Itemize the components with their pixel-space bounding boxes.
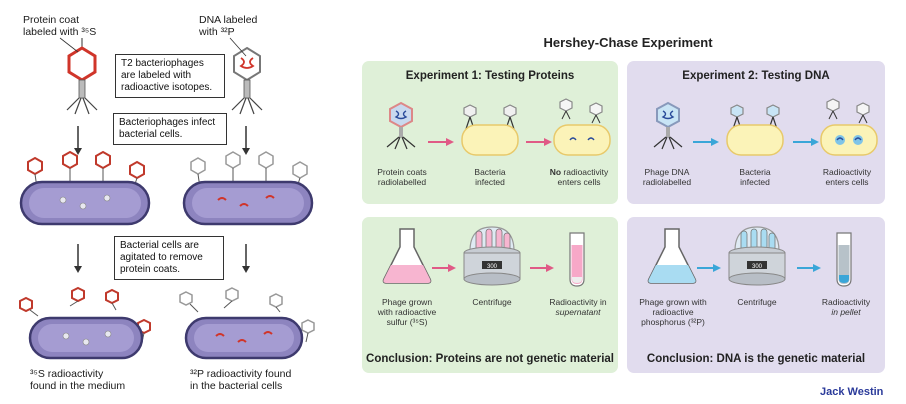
arrow-right-icon bbox=[793, 138, 819, 146]
phage-protein-labeled-icon bbox=[66, 38, 98, 115]
conclusion-2-text: Conclusion: DNA is the genetic material bbox=[646, 353, 866, 365]
bacteria-infected-icon bbox=[461, 104, 519, 156]
centrifuge-display: 300 bbox=[751, 264, 762, 270]
panel-experiment-2-title: Experiment 2: Testing DNA bbox=[682, 70, 830, 82]
centrifuge-icon bbox=[728, 226, 786, 286]
flask-icon bbox=[647, 228, 697, 284]
caption-no-radioactivity: No radioactivity enters cells bbox=[549, 167, 609, 187]
panel-experiment-1: Experiment 1: Testing Proteins Protein c… bbox=[362, 61, 618, 204]
label-leader-lines bbox=[59, 37, 247, 57]
bacterium-infected-left-icon bbox=[19, 150, 151, 226]
bacteria-radioactive-icon bbox=[820, 98, 878, 156]
phage-dna-labeled-icon bbox=[231, 46, 263, 115]
centrifuge-display: 300 bbox=[486, 264, 497, 270]
right-title: Hershey-Chase Experiment bbox=[543, 35, 713, 50]
arrow-down-icon bbox=[242, 244, 250, 273]
test-tube-icon bbox=[569, 232, 585, 287]
brand-label[interactable]: Jack Westin bbox=[820, 386, 884, 398]
panel-experiment-1-title: Experiment 1: Testing Proteins bbox=[405, 70, 575, 82]
conclusion-1-text: Conclusion: Proteins are not genetic mat… bbox=[366, 353, 614, 365]
phage-dna-icon bbox=[653, 101, 683, 150]
arrow-right-icon bbox=[526, 138, 552, 146]
caption-centrifuge: Centrifuge bbox=[472, 297, 512, 307]
bacteria-no-radioactivity-icon bbox=[553, 98, 611, 156]
centrifuge-icon bbox=[463, 226, 521, 286]
bacteria-infected-icon bbox=[726, 104, 784, 156]
bacterium-infected-right-icon bbox=[182, 151, 314, 226]
arrow-down-icon bbox=[74, 126, 82, 155]
arrow-right-icon bbox=[428, 138, 454, 146]
arrow-down-icon bbox=[242, 126, 250, 155]
arrow-right-icon bbox=[697, 264, 721, 272]
caption-centrifuge: Centrifuge bbox=[737, 297, 777, 307]
test-tube-icon bbox=[836, 232, 852, 287]
arrow-right-icon bbox=[693, 138, 719, 146]
arrow-down-icon bbox=[74, 244, 82, 273]
phage-icon bbox=[386, 101, 416, 150]
arrow-right-icon bbox=[797, 264, 821, 272]
flask-icon bbox=[382, 228, 432, 284]
arrow-right-icon bbox=[530, 264, 554, 272]
bacterium-result-right-icon bbox=[179, 287, 315, 360]
bacterium-result-left-icon bbox=[19, 286, 151, 360]
arrow-right-icon bbox=[432, 264, 456, 272]
